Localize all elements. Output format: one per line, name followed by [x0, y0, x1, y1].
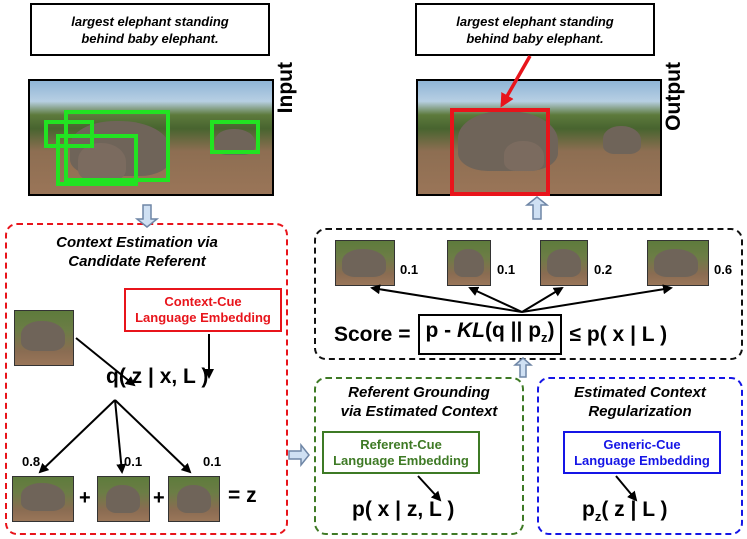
grounding-up-arrow: [513, 357, 533, 378]
context-sum-result: = z: [228, 484, 257, 507]
context-cue-embedding: Context-Cue Language Embedding: [124, 288, 282, 332]
context-thumbnail-3: [168, 476, 220, 522]
context-prior-p: p: [582, 498, 595, 521]
score-formula-kl: KL: [456, 319, 485, 342]
context-regularization-title-line2: Regularization: [588, 403, 692, 420]
score-formula-box: p - KL(q || pz): [418, 314, 562, 356]
context-weight-3: 0.1: [203, 454, 222, 469]
input-caption-line1: largest elephant standing: [71, 13, 229, 29]
scoring-panel: [314, 228, 743, 360]
context-prior-sub: z: [594, 509, 602, 525]
context-estimation-title-line2: Candidate Referent: [68, 253, 206, 270]
score-thumbnail-1: [335, 240, 395, 286]
context-prior-rest: ( z | L ): [601, 498, 668, 521]
generic-cue-embedding-line1: Generic-Cue: [603, 436, 681, 452]
context-weight-2: 0.1: [124, 454, 143, 469]
candidate-referent-thumbnail: [14, 310, 74, 366]
score-value-1: 0.1: [400, 262, 419, 277]
score-formula-prefix: Score =: [334, 322, 411, 346]
context-cue-embedding-line2: Language Embedding: [135, 310, 271, 325]
score-up-arrow: [524, 196, 550, 220]
score-thumbnail-2: [447, 240, 491, 286]
input-caption: largest elephant standing behind baby el…: [30, 3, 270, 56]
score-formula: Score = p - KL(q || pz) ≤ p( x | L ): [334, 314, 668, 356]
score-formula-p: p -: [425, 319, 457, 342]
plus-sign-1: +: [79, 487, 91, 509]
context-regularization-title: Estimated Context Regularization: [541, 383, 739, 421]
output-caption-line2: behind baby elephant.: [466, 30, 604, 46]
generic-cue-embedding: Generic-Cue Language Embedding: [563, 431, 721, 474]
output-pointer-arrow: [500, 55, 532, 108]
context-right-arrow: [288, 442, 310, 468]
context-weight-1: 0.8: [22, 454, 41, 469]
referent-cue-embedding: Referent-Cue Language Embedding: [322, 431, 480, 474]
candidate-box-baby: [56, 134, 138, 186]
score-value-3: 0.2: [594, 262, 613, 277]
referent-grounding-title-line1: Referent Grounding: [348, 384, 490, 401]
context-regularization-panel: [537, 377, 743, 535]
output-referent-box: [450, 108, 550, 196]
output-caption-line1: largest elephant standing: [456, 13, 614, 29]
generic-cue-embedding-line2: Language Embedding: [574, 452, 710, 468]
context-thumbnail-1: [12, 476, 74, 522]
output-caption: largest elephant standing behind baby el…: [415, 3, 655, 56]
context-regularization-title-line1: Estimated Context: [574, 384, 706, 401]
input-caption-line2: behind baby elephant.: [81, 30, 219, 46]
context-estimation-title: Context Estimation via Candidate Referen…: [22, 233, 252, 271]
score-formula-bound: ≤ p( x | L ): [569, 322, 668, 346]
score-value-2: 0.1: [497, 262, 516, 277]
input-image: [28, 79, 274, 196]
score-thumbnail-4: [647, 240, 709, 286]
score-thumbnail-3: [540, 240, 588, 286]
score-formula-sub: z: [541, 330, 548, 346]
candidate-box-right: [210, 120, 260, 154]
context-estimation-title-line1: Context Estimation via: [56, 234, 218, 251]
referent-grounding-title: Referent Grounding via Estimated Context: [318, 383, 520, 421]
context-cue-embedding-line1: Context-Cue: [164, 294, 242, 309]
input-down-arrow: [134, 204, 160, 228]
score-formula-close: ): [547, 319, 555, 342]
context-thumbnail-2: [97, 476, 150, 522]
referent-cue-embedding-line2: Language Embedding: [333, 452, 469, 468]
plus-sign-2: +: [153, 487, 165, 509]
score-formula-args: (q || p: [484, 319, 542, 342]
referent-grounding-panel: [314, 377, 524, 535]
referent-likelihood: p( x | z, L ): [352, 498, 455, 521]
referent-cue-embedding-line1: Referent-Cue: [360, 436, 442, 452]
referent-grounding-title-line2: via Estimated Context: [340, 403, 498, 420]
context-prior: pz( z | L ): [582, 498, 667, 524]
score-value-4: 0.6: [714, 262, 733, 277]
